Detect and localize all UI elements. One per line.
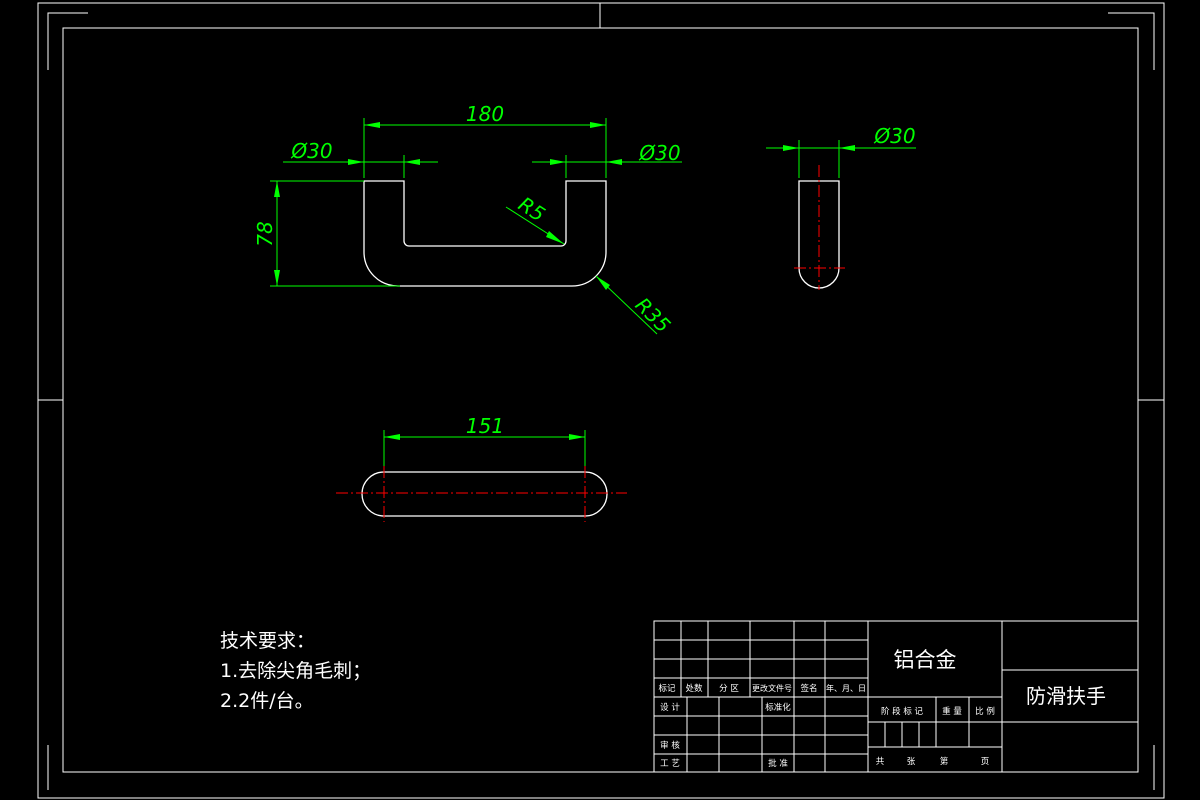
sheet-total-label: 共 — [876, 757, 885, 767]
rev-header-sign: 签名 — [800, 683, 817, 694]
design-label: 设 计 — [660, 702, 680, 713]
dim-78-label: 78 — [253, 221, 277, 246]
scale-label: 比 例 — [975, 706, 995, 717]
rev-header-zone: 分 区 — [719, 684, 739, 694]
rev-header-mark: 标记 — [658, 683, 676, 694]
dim-right-dia-label: Ø30 — [638, 141, 680, 165]
dim-151-label: 151 — [466, 414, 504, 438]
review-label: 审 核 — [660, 740, 680, 751]
dim-left-dia: Ø30 — [283, 139, 438, 178]
side-view-outline — [798, 180, 840, 289]
rev-header-date: 年、月、日 — [826, 683, 866, 693]
tech-item-2: 2.2件/台。 — [220, 690, 314, 712]
approve-label: 批 准 — [768, 758, 788, 769]
sheet-total-unit: 张 — [907, 757, 916, 767]
stage-mark-label: 阶 段 标 记 — [881, 706, 924, 717]
sheet-no-unit: 页 — [981, 757, 990, 767]
standardize-label: 标准化 — [765, 702, 791, 713]
dim-151: 151 — [383, 414, 586, 466]
rev-header-docno: 更改文件号 — [752, 683, 792, 693]
top-view: 151 — [336, 414, 627, 522]
rev-header-count: 处数 — [685, 683, 703, 694]
side-view: Ø30 — [766, 124, 916, 290]
dim-180: 180 — [363, 102, 607, 178]
dim-right-dia: Ø30 — [532, 141, 682, 178]
tech-item-1: 1.去除尖角毛刺； — [220, 660, 371, 682]
material-label: 铝合金 — [894, 648, 957, 672]
weight-label: 重 量 — [942, 706, 962, 717]
tech-title: 技术要求： — [220, 630, 315, 652]
drawing-frame — [37, 2, 1165, 799]
process-label: 工 艺 — [660, 759, 680, 769]
sheet-no-label: 第 — [940, 756, 949, 767]
dim-side-dia-label: Ø30 — [873, 124, 915, 148]
dim-78: 78 — [253, 180, 400, 287]
dim-180-label: 180 — [466, 102, 504, 126]
technical-requirements: 技术要求： 1.去除尖角毛刺； 2.2件/台。 — [220, 630, 371, 712]
dim-left-dia-label: Ø30 — [290, 139, 332, 163]
title-block: 铝合金 防滑扶手 标记 处数 分 区 更改文件号 签名 年、月、日 设 计 标准… — [653, 620, 1139, 773]
u-handle-outline — [363, 180, 607, 287]
dim-side-dia: Ø30 — [766, 124, 916, 178]
part-name-label: 防滑扶手 — [1026, 684, 1106, 708]
